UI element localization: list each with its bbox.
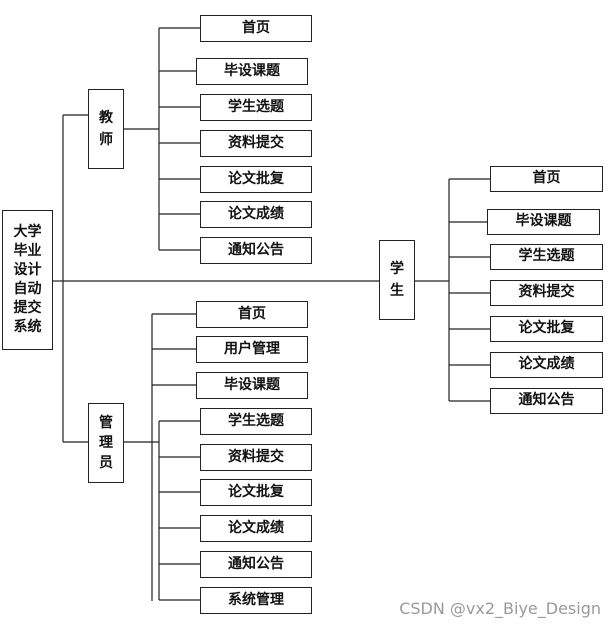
admin-item: 用户管理 (196, 336, 308, 363)
admin-item: 学生选题 (200, 408, 312, 435)
admin-item: 论文成绩 (200, 515, 312, 542)
student-item: 论文成绩 (490, 352, 603, 378)
admin-item: 毕设课题 (196, 372, 308, 399)
teacher-item: 资料提交 (200, 130, 312, 157)
teacher-item: 首页 (200, 15, 312, 42)
teacher-item: 学生选题 (200, 94, 312, 121)
teacher-item: 毕设课题 (196, 58, 308, 85)
student-node: 学 生 (379, 240, 415, 320)
student-item: 毕设课题 (487, 209, 600, 235)
root-node: 大学 毕业 设计 自动 提交 系统 (2, 210, 53, 350)
admin-item: 资料提交 (200, 444, 312, 471)
student-item: 资料提交 (490, 280, 603, 306)
student-item: 通知公告 (490, 388, 603, 414)
watermark-text: CSDN @vx2_Biye_Design (399, 599, 601, 618)
admin-item: 通知公告 (200, 551, 312, 578)
teacher-item: 通知公告 (200, 237, 312, 264)
teacher-node: 教 师 (88, 89, 124, 169)
admin-item: 论文批复 (200, 479, 312, 506)
student-item: 论文批复 (490, 316, 603, 342)
admin-item: 系统管理 (200, 587, 312, 614)
student-item: 学生选题 (490, 244, 603, 270)
teacher-item: 论文成绩 (200, 201, 312, 228)
admin-node: 管 理 员 (88, 403, 124, 483)
admin-item: 首页 (196, 301, 308, 328)
teacher-item: 论文批复 (200, 166, 312, 193)
student-item: 首页 (490, 166, 603, 192)
